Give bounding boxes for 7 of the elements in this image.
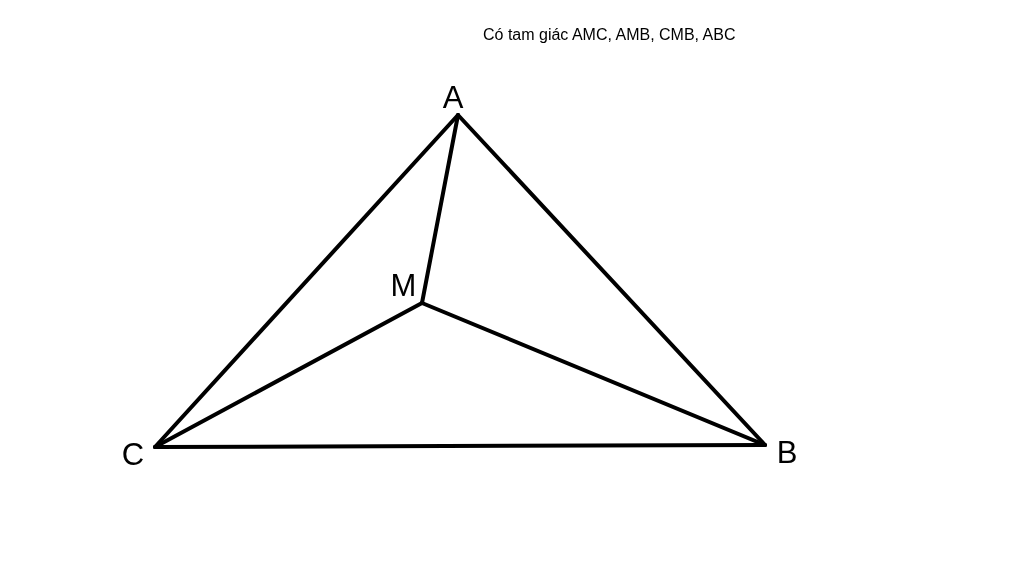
vertex-label: C bbox=[120, 438, 146, 472]
line-segment bbox=[153, 443, 767, 449]
vertex-label: A bbox=[441, 81, 465, 115]
vertex-label: M bbox=[387, 269, 420, 303]
vertex-label: B bbox=[774, 436, 800, 470]
note-text: Có tam giác AMC, AMB, CMB, ABC bbox=[483, 25, 736, 45]
line-segment bbox=[420, 113, 460, 305]
